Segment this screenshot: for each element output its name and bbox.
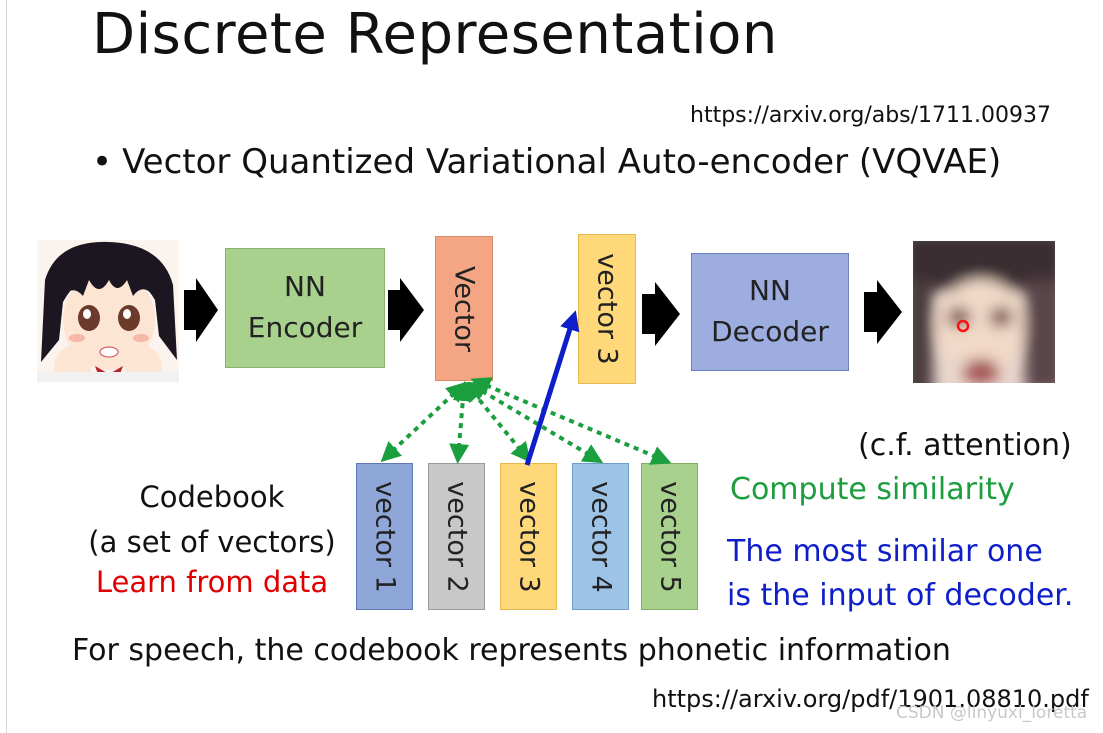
block-right-arrow-icon	[864, 280, 902, 344]
nn-decoder-box: NN Decoder	[691, 253, 849, 371]
encoded-vector-box: Vector	[435, 236, 493, 381]
speech-note: For speech, the codebook represents phon…	[72, 633, 951, 668]
similarity-arrow-1	[380, 381, 467, 463]
most-similar-note: The most similar one is the input of dec…	[727, 530, 1073, 618]
bullet-text: Vector Quantized Variational Auto-encode…	[122, 142, 1002, 182]
similarity-arrow-4	[466, 381, 604, 464]
reference-link-top[interactable]: https://arxiv.org/abs/1711.00937	[690, 103, 1052, 128]
red-cursor-icon	[956, 319, 970, 333]
blurred-reconstruction-image	[913, 241, 1055, 383]
most-similar-line1: The most similar one	[727, 534, 1043, 569]
compute-similarity-label: Compute similarity	[730, 472, 1015, 507]
similarity-arrow-5	[470, 377, 672, 465]
selected-vector-box: vector 3	[578, 234, 636, 384]
anime-character-image	[37, 240, 179, 382]
codebook-label-line1: Codebook	[139, 480, 285, 514]
codebook-vector-1: vector 1	[356, 463, 413, 610]
codebook-vector-5: vector 5	[641, 463, 698, 610]
watermark: CSDN @linyuxi_loretta	[896, 703, 1088, 723]
codebook-label: Codebook (a set of vectors)	[85, 475, 339, 565]
reference-link-bottom[interactable]: https://arxiv.org/pdf/1901.08810.pdf	[652, 685, 1089, 713]
block-right-arrow-icon	[642, 282, 680, 346]
input-image	[37, 240, 179, 382]
encoder-label-line2: Encoder	[247, 311, 363, 344]
block-right-arrow-icon	[184, 278, 218, 342]
learn-from-data-label: Learn from data	[95, 565, 329, 599]
bullet-symbol: •	[92, 142, 113, 182]
block-right-arrow-icon	[388, 278, 424, 342]
similarity-arrows	[380, 377, 672, 465]
nn-encoder-box: NN Encoder	[225, 248, 385, 368]
encoder-label-line1: NN	[284, 270, 326, 304]
codebook-vector-3: vector 3	[500, 463, 557, 610]
output-image	[913, 241, 1055, 383]
similarity-arrow-2	[449, 381, 473, 464]
most-similar-line2: is the input of decoder.	[727, 578, 1074, 613]
selection-arrow	[524, 310, 580, 466]
codebook-vector-2: vector 2	[428, 463, 485, 610]
decoder-label-line1: NN	[749, 274, 791, 308]
attention-note: (c.f. attention)	[858, 428, 1072, 463]
decoder-label-line2: Decoder	[711, 315, 829, 348]
slide-left-border	[6, 0, 7, 733]
slide-title: Discrete Representation	[92, 2, 778, 67]
bullet-point: •Vector Quantized Variational Auto-encod…	[92, 142, 1001, 182]
codebook-label-line2: (a set of vectors)	[88, 525, 336, 559]
